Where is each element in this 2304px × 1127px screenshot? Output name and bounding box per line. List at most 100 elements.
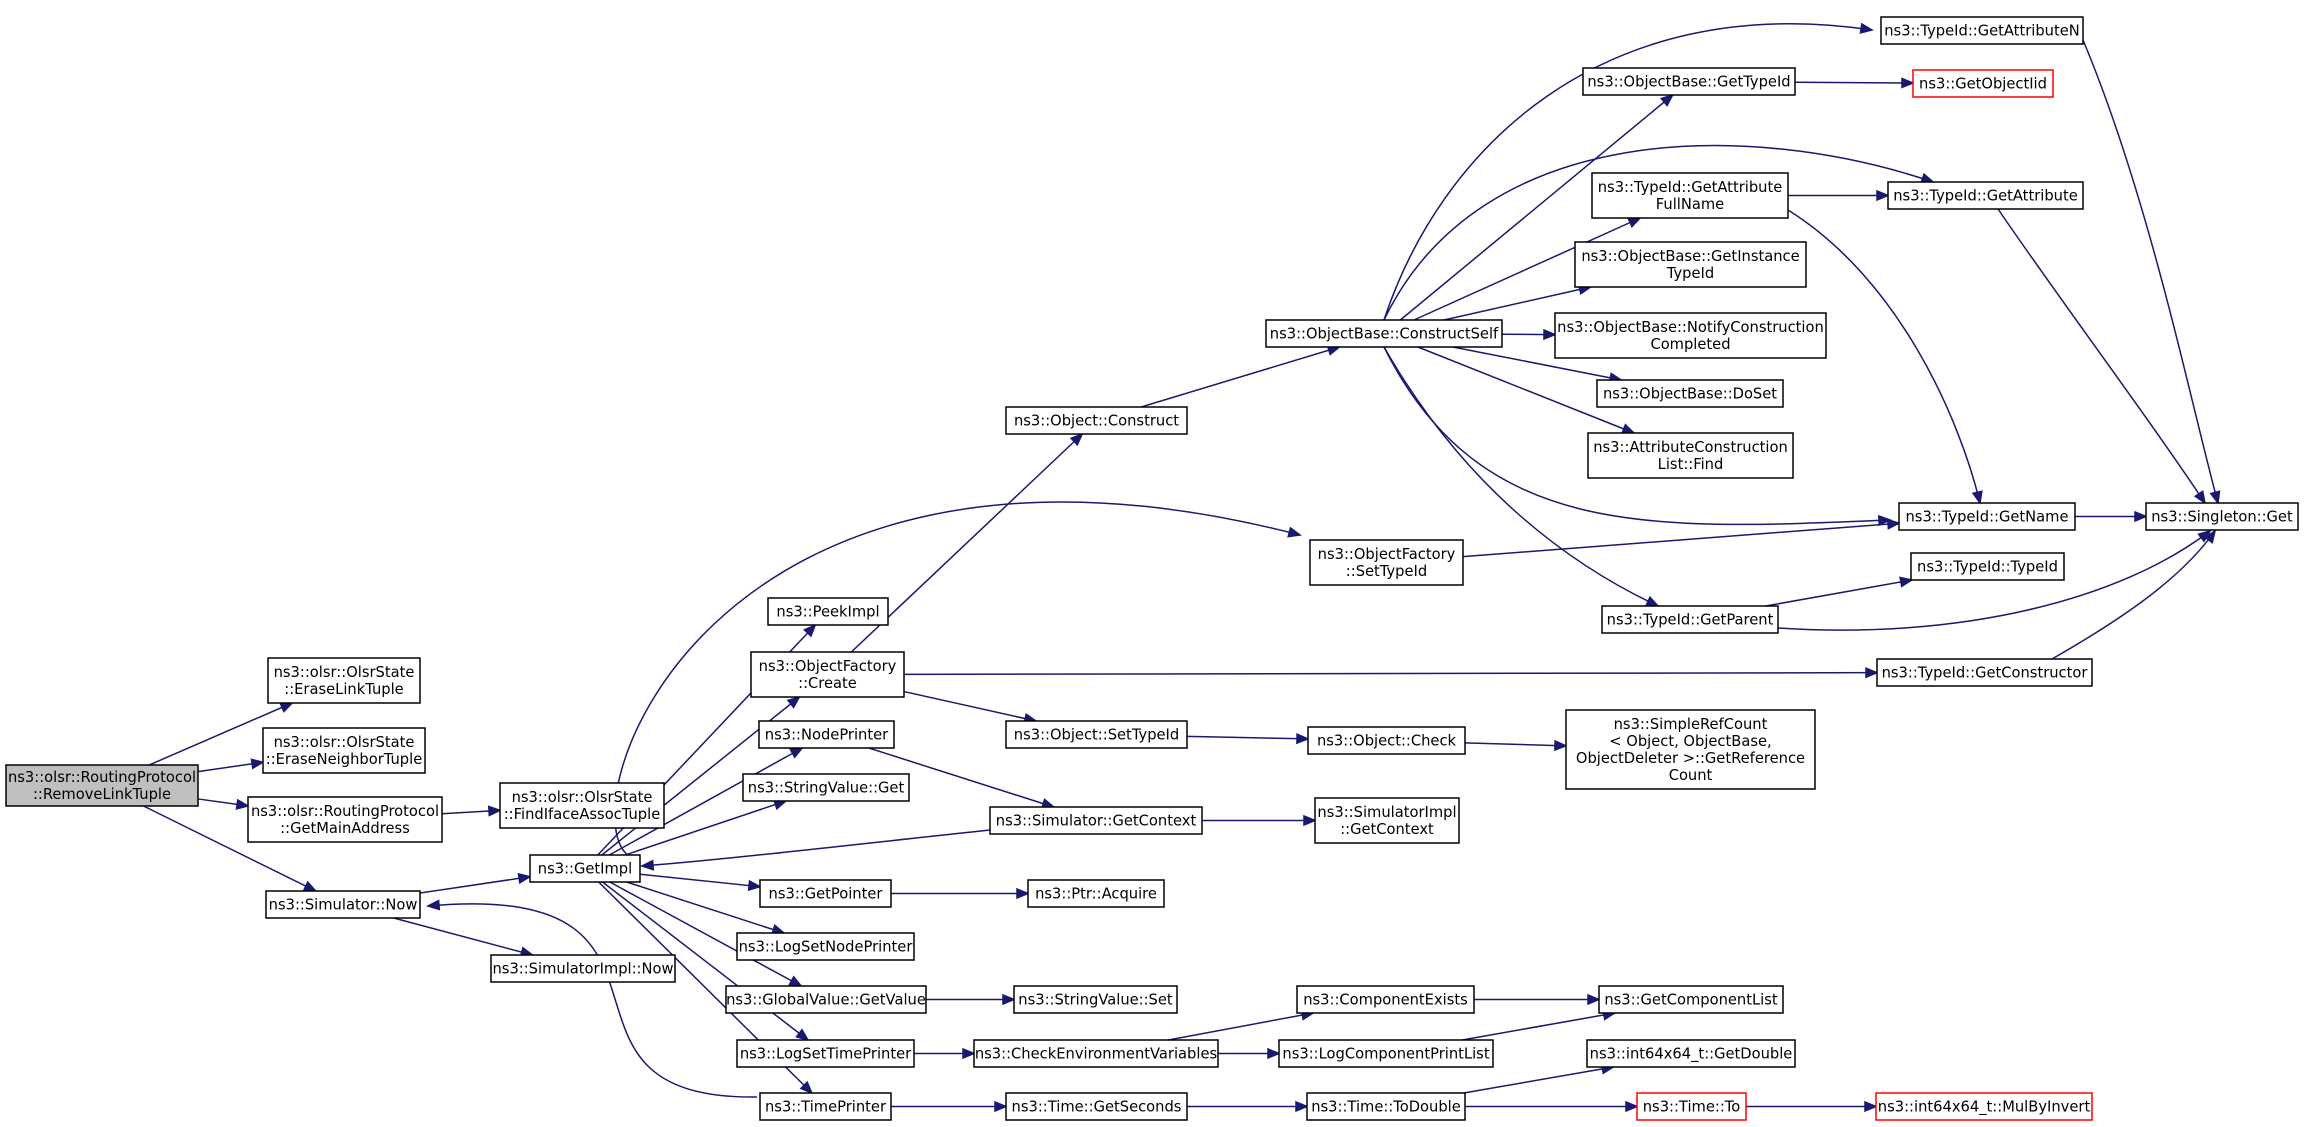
node-n10[interactable]: ns3::NodePrinter xyxy=(758,720,895,749)
node-n48[interactable]: ns3::int64x64_t::MulByInvert xyxy=(1875,1092,2093,1121)
node-n18[interactable]: ns3::Object::SetTypeId xyxy=(1005,720,1188,749)
node-label: ns3::ObjectBase::GetTypeId xyxy=(1587,74,1790,91)
arrowhead xyxy=(994,1100,1008,1113)
node-label: ::EraseNeighborTuple xyxy=(266,751,422,768)
edge-line xyxy=(626,881,785,934)
node-n40[interactable]: ns3::int64x64_t::GetDouble xyxy=(1586,1039,1796,1068)
node-label: ns3::Object::SetTypeId xyxy=(1014,727,1179,744)
node-n2[interactable]: ns3::olsr::OlsrState::EraseNeighborTuple xyxy=(262,727,426,774)
edge-n5-n6 xyxy=(419,872,532,894)
node-n11[interactable]: ns3::StringValue::Get xyxy=(742,773,910,802)
edge-line xyxy=(393,917,533,956)
node-label: ns3::LogSetTimePrinter xyxy=(740,1046,912,1063)
node-label: ns3::ObjectBase::NotifyConstruction xyxy=(1557,319,1824,336)
node-label: ns3::Simulator::Now xyxy=(269,897,418,914)
node-label: ::EraseLinkTuple xyxy=(284,681,403,698)
node-n26[interactable]: ns3::Object::Check xyxy=(1307,726,1466,755)
node-n8[interactable]: ns3::PeekImpl xyxy=(767,597,889,626)
node-label: ::FindIfaceAssocTuple xyxy=(504,806,661,823)
node-n38[interactable]: ns3::SimpleRefCount< Object, ObjectBase,… xyxy=(1565,709,1816,790)
arrowhead xyxy=(1971,490,1983,505)
edge-line xyxy=(850,433,1083,653)
node-n14[interactable]: ns3::GlobalValue::GetValue xyxy=(725,985,927,1014)
node-n37[interactable]: ns3::TypeId::GetParent xyxy=(1601,605,1779,634)
node-n6[interactable]: ns3::GetImpl xyxy=(529,854,641,883)
node-n31[interactable]: ns3::ObjectBase::GetTypeId xyxy=(1582,67,1796,96)
node-box xyxy=(1587,432,1794,479)
arrowhead xyxy=(1587,993,1601,1006)
node-box xyxy=(1636,1092,1747,1121)
node-n46[interactable]: ns3::TypeId::TypeId xyxy=(1910,552,2065,581)
node-label: ns3::olsr::RoutingProtocol xyxy=(251,803,439,820)
edge-line xyxy=(1399,94,1674,321)
node-n43[interactable]: ns3::GetObjectIid xyxy=(1912,69,2054,98)
node-box xyxy=(1307,726,1466,755)
edge-n37-n46 xyxy=(1765,576,1914,607)
arrowhead xyxy=(788,975,803,987)
node-n28[interactable]: ns3::ComponentExists xyxy=(1296,985,1475,1014)
node-n4[interactable]: ns3::olsr::OlsrState::FindIfaceAssocTupl… xyxy=(499,782,665,829)
node-label: ns3::olsr::OlsrState xyxy=(274,664,415,681)
node-n3[interactable]: ns3::olsr::RoutingProtocol::GetMainAddre… xyxy=(247,796,443,843)
node-n24[interactable]: ns3::ObjectBase::ConstructSelf xyxy=(1265,319,1503,348)
node-box xyxy=(1309,539,1464,586)
node-n23[interactable]: ns3::Time::GetSeconds xyxy=(1005,1092,1188,1121)
node-n0[interactable]: ns3::olsr::RoutingProtocol::RemoveLinkTu… xyxy=(5,764,199,807)
node-box xyxy=(1554,312,1827,359)
node-n22[interactable]: ns3::CheckEnvironmentVariables xyxy=(973,1039,1219,1068)
node-n47[interactable]: ns3::TypeId::GetConstructor xyxy=(1876,658,2093,687)
node-n13[interactable]: ns3::LogSetNodePrinter xyxy=(736,932,915,961)
node-n29[interactable]: ns3::LogComponentPrintList xyxy=(1278,1039,1494,1068)
edge-n9-n17 xyxy=(850,432,1084,653)
node-n9[interactable]: ns3::ObjectFactory::Create xyxy=(750,651,905,698)
node-n39[interactable]: ns3::GetComponentList xyxy=(1598,985,1784,1014)
node-label: ns3::ObjectBase::DoSet xyxy=(1603,386,1777,403)
node-label: ns3::Object::Construct xyxy=(1014,413,1179,430)
node-n42[interactable]: ns3::TypeId::GetAttributeN xyxy=(1880,16,2084,45)
edge-line xyxy=(143,805,316,892)
arrowhead xyxy=(1660,93,1675,107)
edge-n22-n28 xyxy=(1168,1009,1316,1041)
node-box xyxy=(1265,319,1503,348)
arrowhead xyxy=(1864,1100,1878,1113)
node-n15[interactable]: ns3::LogSetTimePrinter xyxy=(736,1039,915,1068)
node-n34[interactable]: ns3::ObjectBase::NotifyConstructionCompl… xyxy=(1554,312,1827,359)
node-box xyxy=(736,1039,915,1068)
node-box xyxy=(1598,985,1784,1014)
node-n16[interactable]: ns3::TimePrinter xyxy=(759,1092,892,1121)
node-box xyxy=(736,932,915,961)
node-n35[interactable]: ns3::ObjectBase::DoSet xyxy=(1596,379,1784,408)
node-n41[interactable]: ns3::Time::To xyxy=(1636,1092,1747,1121)
edge-n29-n39 xyxy=(1462,1009,1617,1041)
arrowhead xyxy=(1899,576,1914,588)
node-n25[interactable]: ns3::ObjectFactory::SetTypeId xyxy=(1309,539,1464,586)
edge-line xyxy=(608,747,803,856)
node-n21[interactable]: ns3::StringValue::Set xyxy=(1013,985,1178,1014)
node-n1[interactable]: ns3::olsr::OlsrState::EraseLinkTuple xyxy=(267,657,421,704)
node-box xyxy=(742,773,910,802)
node-n44[interactable]: ns3::TypeId::GetAttribute xyxy=(1887,181,2084,210)
node-n5[interactable]: ns3::Simulator::Now xyxy=(265,890,421,919)
edge-n47-n49 xyxy=(2051,529,2217,660)
node-n30[interactable]: ns3::Time::ToDouble xyxy=(1306,1092,1466,1121)
node-n45[interactable]: ns3::TypeId::GetName xyxy=(1898,502,2076,531)
node-n17[interactable]: ns3::Object::Construct xyxy=(1005,406,1188,435)
arrowhead xyxy=(1865,667,1879,679)
node-n27[interactable]: ns3::SimulatorImpl::GetContext xyxy=(1314,797,1460,844)
edge-line xyxy=(1417,346,1635,434)
node-n49[interactable]: ns3::Singleton::Get xyxy=(2145,502,2299,531)
arrowhead xyxy=(1303,814,1317,827)
edge-n5-n7 xyxy=(393,917,535,958)
node-n7[interactable]: ns3::SimulatorImpl::Now xyxy=(490,954,676,983)
edge-line xyxy=(1777,530,2211,631)
call-edges xyxy=(143,22,2221,1113)
node-label: ns3::Ptr::Acquire xyxy=(1035,886,1157,903)
node-n19[interactable]: ns3::Simulator::GetContext xyxy=(989,806,1203,835)
node-n20[interactable]: ns3::Ptr::Acquire xyxy=(1027,879,1165,908)
node-n12[interactable]: ns3::GetPointer xyxy=(759,879,892,908)
node-label: ns3::TypeId::GetConstructor xyxy=(1882,665,2089,682)
node-label: ns3::PeekImpl xyxy=(776,604,879,621)
